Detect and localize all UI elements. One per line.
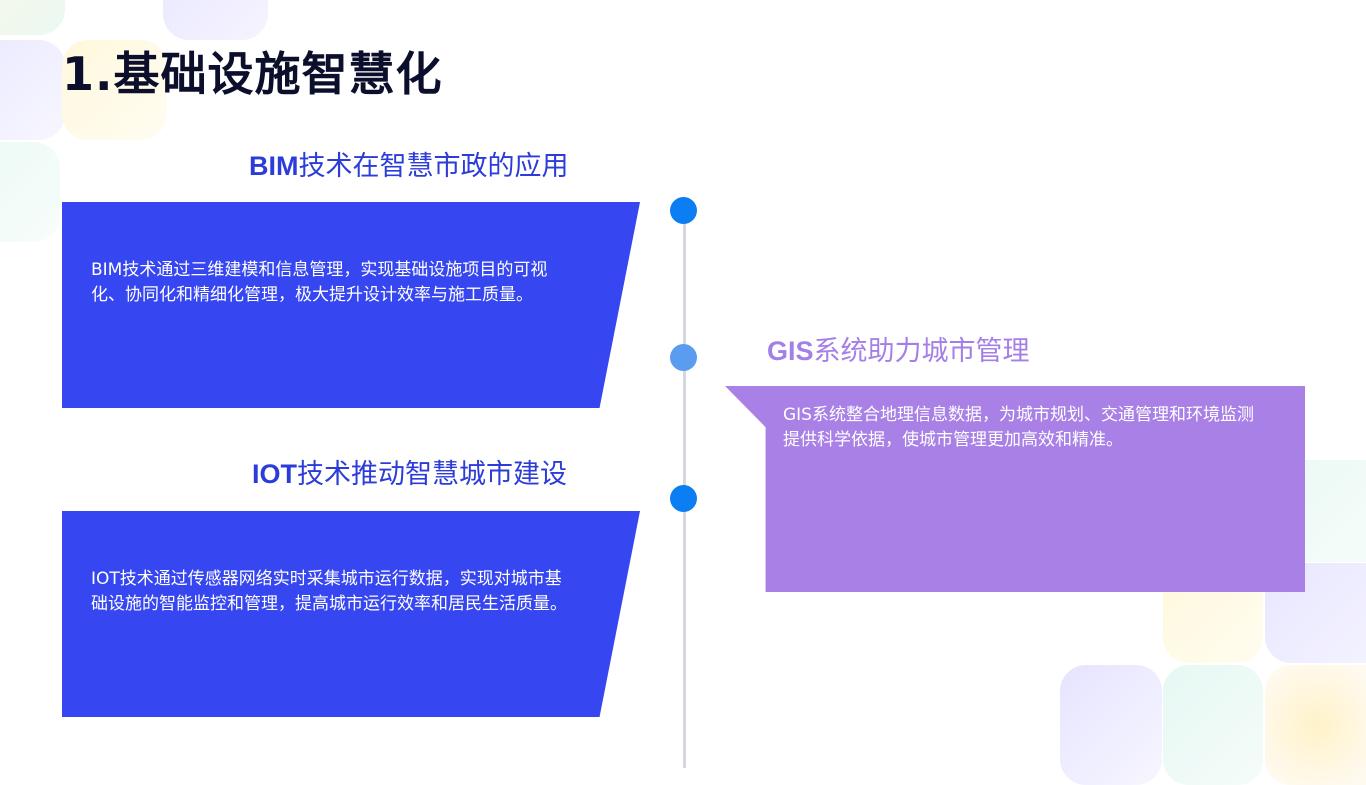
iot-card: IOT技术通过传感器网络实时采集城市运行数据，实现对城市基础设施的智能监控和管理… — [62, 511, 640, 717]
timeline-node-iot — [670, 485, 697, 512]
gis-card: GIS系统整合地理信息数据，为城市规划、交通管理和环境监测提供科学依据，使城市管… — [725, 386, 1305, 592]
iot-card-text: IOT技术通过传感器网络实时采集城市运行数据，实现对城市基础设施的智能监控和管理… — [91, 569, 567, 614]
iot-heading-text: 技术推动智慧城市建设 — [297, 459, 567, 490]
gis-section-heading: GIS系统助力城市管理 — [767, 333, 1030, 370]
decorative-tile — [163, 0, 268, 40]
decorative-tile — [0, 142, 60, 242]
gis-card-text: GIS系统整合地理信息数据，为城市规划、交通管理和环境监测提供科学依据，使城市管… — [783, 405, 1254, 450]
page-title: 1.基础设施智慧化 — [62, 47, 443, 101]
gis-heading-prefix: GIS — [767, 336, 814, 366]
decorative-tile — [0, 0, 65, 35]
decorative-tile — [1060, 665, 1162, 785]
decorative-tile — [1163, 665, 1263, 785]
bim-card: BIM技术通过三维建模和信息管理，实现基础设施项目的可视化、协同化和精细化管理，… — [62, 202, 640, 408]
timeline-node-bim — [670, 197, 697, 224]
bim-card-text: BIM技术通过三维建模和信息管理，实现基础设施项目的可视化、协同化和精细化管理，… — [91, 260, 548, 305]
bim-heading-text: 技术在智慧市政的应用 — [298, 151, 569, 182]
bim-heading-prefix: BIM — [249, 151, 299, 181]
decorative-tile — [1265, 665, 1366, 785]
gis-heading-text: 系统助力城市管理 — [813, 336, 1030, 367]
iot-section-heading: IOT技术推动智慧城市建设 — [252, 456, 567, 493]
decorative-tile — [0, 40, 65, 140]
timeline-node-gis — [670, 344, 697, 371]
decorative-tile — [62, 40, 167, 140]
iot-heading-prefix: IOT — [252, 459, 297, 489]
bim-section-heading: BIM技术在智慧市政的应用 — [249, 148, 569, 185]
